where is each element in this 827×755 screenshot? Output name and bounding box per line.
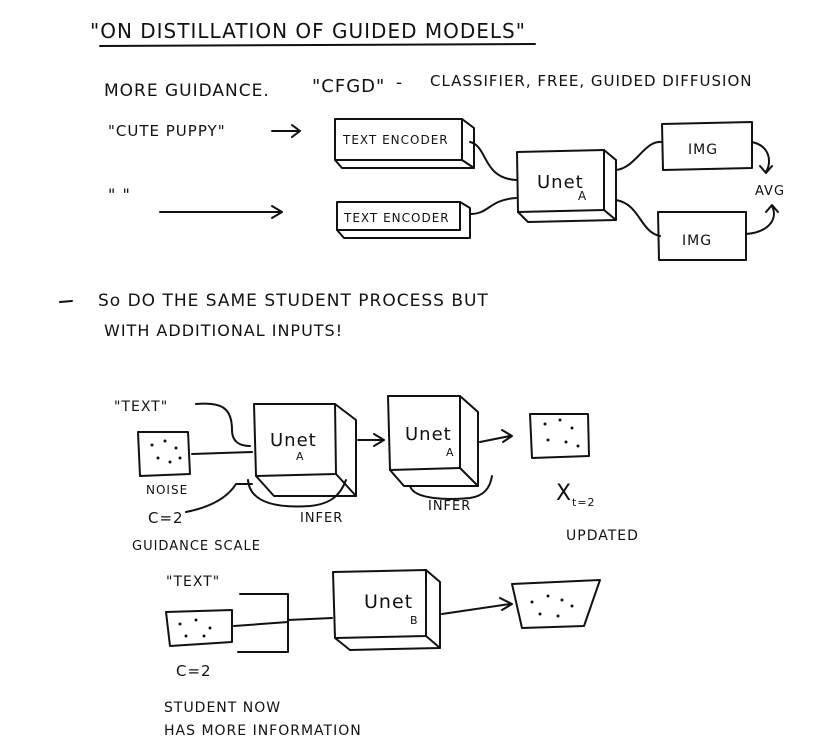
student-output-dots xyxy=(530,594,574,618)
heading-dash: - xyxy=(396,73,403,93)
text-encoder-top xyxy=(334,118,475,169)
student-unet-b xyxy=(332,569,441,651)
heading-prefix: MORE GUIDANCE. xyxy=(104,81,270,101)
student-unet-b-sub: B xyxy=(410,614,419,627)
teacher-text-label: "TEXT" xyxy=(114,399,168,415)
teacher-unet-a-1-label: Unet xyxy=(270,430,317,451)
avg-label: AVG xyxy=(755,184,785,199)
teacher-guidance-label: GUIDANCE SCALE xyxy=(132,539,261,554)
teacher-infer-brace-2 xyxy=(409,475,493,500)
unet-a-top-label: Unet xyxy=(537,172,584,193)
teacher-infer-brace-1 xyxy=(247,479,347,508)
title-underline xyxy=(99,43,536,47)
img-bottom-label: IMG xyxy=(682,233,712,249)
teacher-infer-1-label: INFER xyxy=(300,511,343,526)
connector-encoder-bottom-unet xyxy=(469,197,517,215)
text-encoder-bottom-label: TEXT ENCODER xyxy=(343,211,450,225)
section2-line2: WITH ADDITIONAL INPUTS! xyxy=(104,321,343,340)
prompt-empty: " " xyxy=(108,185,131,204)
teacher-updated-label: UPDATED xyxy=(566,528,639,544)
teacher-output-image xyxy=(529,413,590,459)
teacher-infer-2-label: INFER xyxy=(428,499,471,514)
teacher-unet-a-2-sub: A xyxy=(446,446,455,459)
teacher-x-sub: t=2 xyxy=(572,496,596,509)
student-merge-connector xyxy=(287,617,333,621)
student-note-line1: STUDENT NOW xyxy=(164,700,281,716)
student-note-line2: HAS MORE INFORMATION xyxy=(164,723,362,739)
student-noise-dots xyxy=(178,618,212,638)
connector-unet-img-top xyxy=(615,140,663,171)
teacher-noise-label: NOISE xyxy=(146,483,188,497)
text-encoder-bottom xyxy=(336,201,471,239)
student-c-label: C=2 xyxy=(176,662,212,680)
student-noise-image xyxy=(165,609,233,647)
student-text-label: "TEXT" xyxy=(166,574,220,590)
avg-arrow-bottom xyxy=(745,204,779,235)
text-encoder-top-label: TEXT ENCODER xyxy=(342,133,449,147)
img-bottom-box xyxy=(657,211,747,261)
connector-encoder-top-unet xyxy=(469,141,517,181)
teacher-unet-a-1-sub: A xyxy=(296,450,305,463)
teacher-unet-a-2-label: Unet xyxy=(405,424,452,445)
heading-rest: CLASSIFIER, FREE, GUIDED DIFFUSION xyxy=(430,72,753,90)
teacher-noise-image xyxy=(137,431,191,477)
teacher-text-connector xyxy=(195,402,251,447)
heading-cfgd: "CFGD" xyxy=(312,76,385,97)
prompt-arrow-top xyxy=(271,124,301,138)
avg-arrow-top xyxy=(751,141,773,174)
teacher-c-connector xyxy=(185,483,253,513)
teacher-unet-a-1 xyxy=(253,403,357,497)
img-top-label: IMG xyxy=(688,142,718,158)
unet-a-top-sub: A xyxy=(578,189,587,203)
prompt-arrow-bottom xyxy=(159,205,283,219)
connector-unet-img-bottom xyxy=(615,199,661,237)
section2-line1: So DO THE SAME STUDENT PROCESS BUT xyxy=(98,291,489,311)
teacher-unet-connector xyxy=(357,433,385,447)
teacher-unet-a-2 xyxy=(387,395,479,487)
unet-a-top xyxy=(516,149,617,223)
student-unet-b-label: Unet xyxy=(364,591,413,613)
student-output-arrow xyxy=(441,597,513,615)
student-output-image xyxy=(511,579,601,629)
teacher-noise-dots xyxy=(150,439,182,464)
img-top-box xyxy=(661,121,753,171)
student-c-connector xyxy=(237,617,289,653)
teacher-output-dots xyxy=(543,418,580,448)
teacher-c-label: C=2 xyxy=(148,509,184,527)
student-image-connector xyxy=(233,621,289,627)
student-text-connector xyxy=(239,593,289,637)
teacher-x-label: X xyxy=(556,481,572,506)
prompt-cute-puppy: "CUTE PUPPY" xyxy=(108,122,226,140)
page-title: "ON DISTILLATION OF GUIDED MODELS" xyxy=(90,19,526,43)
bullet-dash xyxy=(59,300,73,303)
teacher-output-arrow xyxy=(479,429,513,443)
teacher-noise-connector xyxy=(191,451,253,455)
